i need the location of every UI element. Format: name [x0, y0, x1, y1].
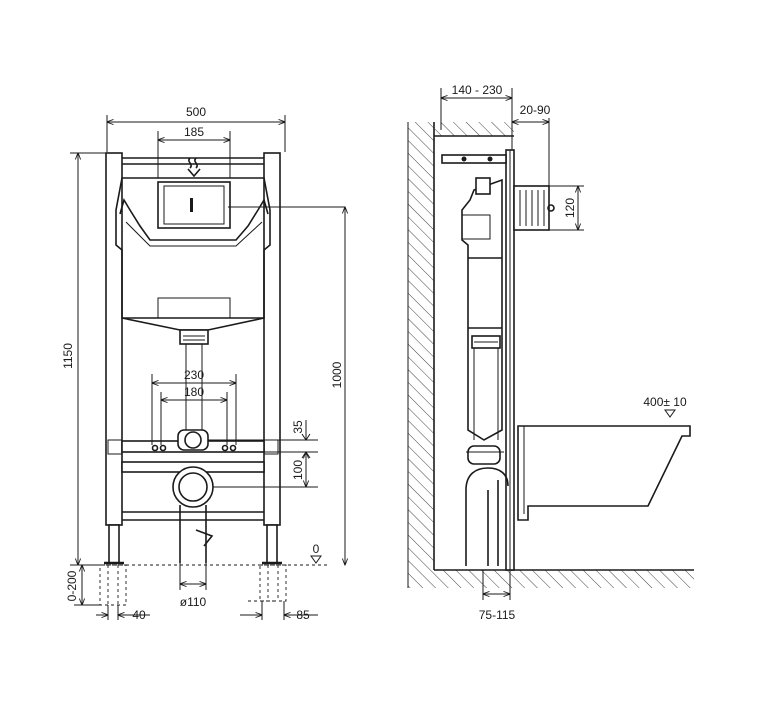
- dimension-wall-gap: 140 - 230: [440, 83, 513, 150]
- bolts: [151, 444, 237, 452]
- dimension-flush-height: 120: [549, 185, 584, 231]
- dim-outlet-height-label: 100: [291, 460, 305, 480]
- dimension-outlet-dia: ø110: [179, 563, 207, 609]
- frame-side: [441, 149, 515, 571]
- dimension-height: 1150: [61, 152, 107, 566]
- dim-flush-height-label: 120: [563, 198, 577, 218]
- dimension-leg-adjust: 0-200: [65, 564, 287, 606]
- dim-base-depth-label: 75-115: [479, 608, 516, 622]
- dimension-outlet-height: 100: [291, 452, 306, 487]
- dimension-base-depth: 75-115: [479, 570, 516, 622]
- dim-bowl-height-label: 400± 10: [643, 395, 687, 409]
- dim-outlet-dia-label: ø110: [180, 595, 207, 609]
- dim-bolt-inner-label: 180: [184, 385, 204, 399]
- wall: [407, 122, 694, 588]
- flush-plate-side: [513, 185, 555, 231]
- dim-bolt-outer-label: 230: [184, 368, 204, 382]
- dim-foot-right-label: 85: [296, 608, 310, 622]
- dimension-width: 500: [106, 105, 286, 152]
- dimension-foot-left: 40: [96, 605, 150, 622]
- floor-line: 0: [96, 542, 330, 566]
- dim-wall-gap-label: 140 - 230: [452, 83, 503, 97]
- dim-floor-zero-label: 0: [313, 542, 320, 556]
- cistern: [115, 157, 345, 440]
- dim-width-label: 500: [186, 105, 206, 119]
- toilet-bowl: [517, 425, 691, 521]
- dim-foot-left-label: 40: [132, 608, 146, 622]
- outlet-pipe-side: [465, 467, 509, 566]
- dim-height-label: 1150: [61, 343, 75, 369]
- dimension-front-depth: 20-90: [512, 103, 551, 186]
- outlet-elbow: [172, 466, 318, 563]
- dimension-foot-right: 85: [240, 600, 318, 622]
- dimension-panel: 185: [157, 125, 231, 178]
- cistern-side: [461, 177, 504, 465]
- dimension-bolts: 230 180: [151, 368, 237, 445]
- dim-bolt-height-label: 35: [291, 420, 305, 434]
- dim-panel-label: 185: [184, 125, 204, 139]
- dim-leg-adjust-label: 0-200: [65, 570, 79, 601]
- flush-connector: [177, 429, 318, 451]
- dim-inlet-label: 1000: [330, 361, 344, 388]
- dimension-inlet: 1000: [330, 207, 345, 565]
- dimension-bowl-height: 400± 10: [643, 395, 687, 418]
- dim-front-depth-label: 20-90: [520, 103, 551, 117]
- front-view: 500 185 1150: [61, 105, 345, 622]
- side-view: 140 - 230 20-90: [407, 83, 694, 622]
